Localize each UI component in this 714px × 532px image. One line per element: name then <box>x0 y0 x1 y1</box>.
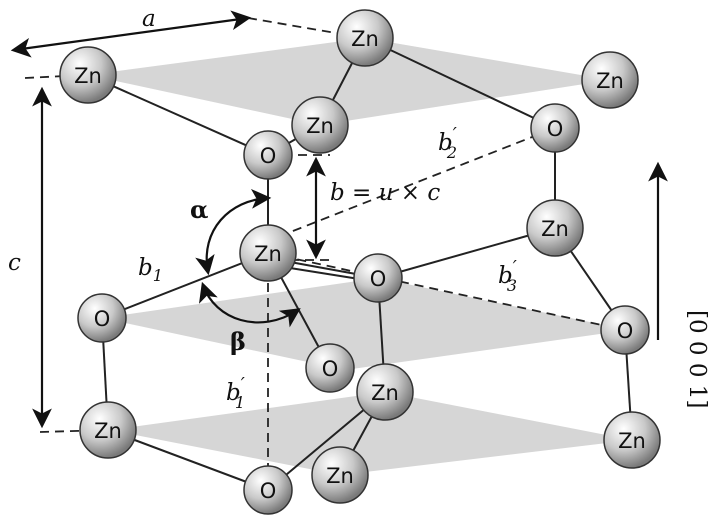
svg-text:O: O <box>322 357 339 381</box>
top-plane <box>88 38 610 125</box>
zn-atom: Zn <box>356 363 414 421</box>
label-alpha: α <box>190 195 208 224</box>
svg-text:Zn: Zn <box>618 429 646 453</box>
svg-text:Zn: Zn <box>541 217 569 241</box>
o-atom: O <box>600 305 650 355</box>
label-c: c <box>8 250 21 276</box>
label-a: a <box>142 6 156 32</box>
label-b1-prime: b′1 <box>226 374 245 412</box>
beta-arc <box>199 281 301 328</box>
dash-c-bottom <box>39 429 109 433</box>
label-b3-prime: b′3 <box>498 257 517 295</box>
o-atom: O <box>305 343 355 393</box>
svg-text:Zn: Zn <box>351 27 379 51</box>
zn-atom: Zn <box>311 446 369 504</box>
bottom-plane <box>110 392 632 475</box>
label-b2-prime: b′2 <box>438 124 457 162</box>
o-atom: O <box>243 130 293 180</box>
zn-atom: Zn <box>336 9 394 67</box>
svg-text:O: O <box>547 117 564 141</box>
svg-text:Zn: Zn <box>306 114 334 138</box>
label-b1: b1 <box>138 255 163 285</box>
label-beta: β <box>230 327 246 356</box>
label-direction: [0 0 0 1] <box>684 310 710 408</box>
zn-atom: Zn <box>581 51 639 109</box>
svg-text:O: O <box>617 319 634 343</box>
svg-text:O: O <box>370 267 387 291</box>
o-atom: O <box>530 103 580 153</box>
svg-text:O: O <box>260 144 277 168</box>
svg-text:O: O <box>94 307 111 331</box>
label-b-equation: b = u × c <box>330 180 440 206</box>
zn-atom: Zn <box>603 411 661 469</box>
zn-atom: Zn <box>239 224 297 282</box>
zn-atom: Zn <box>59 46 117 104</box>
svg-text:Zn: Zn <box>371 381 399 405</box>
svg-text:Zn: Zn <box>94 419 122 443</box>
svg-text:O: O <box>260 479 277 503</box>
zn-atom: Zn <box>291 96 349 154</box>
o-atom: O <box>243 465 293 515</box>
svg-text:Zn: Zn <box>596 69 624 93</box>
o-atom: O <box>353 253 403 303</box>
alpha-arc <box>195 188 272 276</box>
zn-atom: Zn <box>526 199 584 257</box>
o-atom: O <box>77 293 127 343</box>
a-dimension-arrow <box>10 10 252 58</box>
zn-atom: Zn <box>79 401 137 459</box>
svg-text:Zn: Zn <box>254 242 282 266</box>
svg-text:Zn: Zn <box>74 64 102 88</box>
svg-text:Zn: Zn <box>326 464 354 488</box>
dash-b3-prime <box>267 252 626 331</box>
